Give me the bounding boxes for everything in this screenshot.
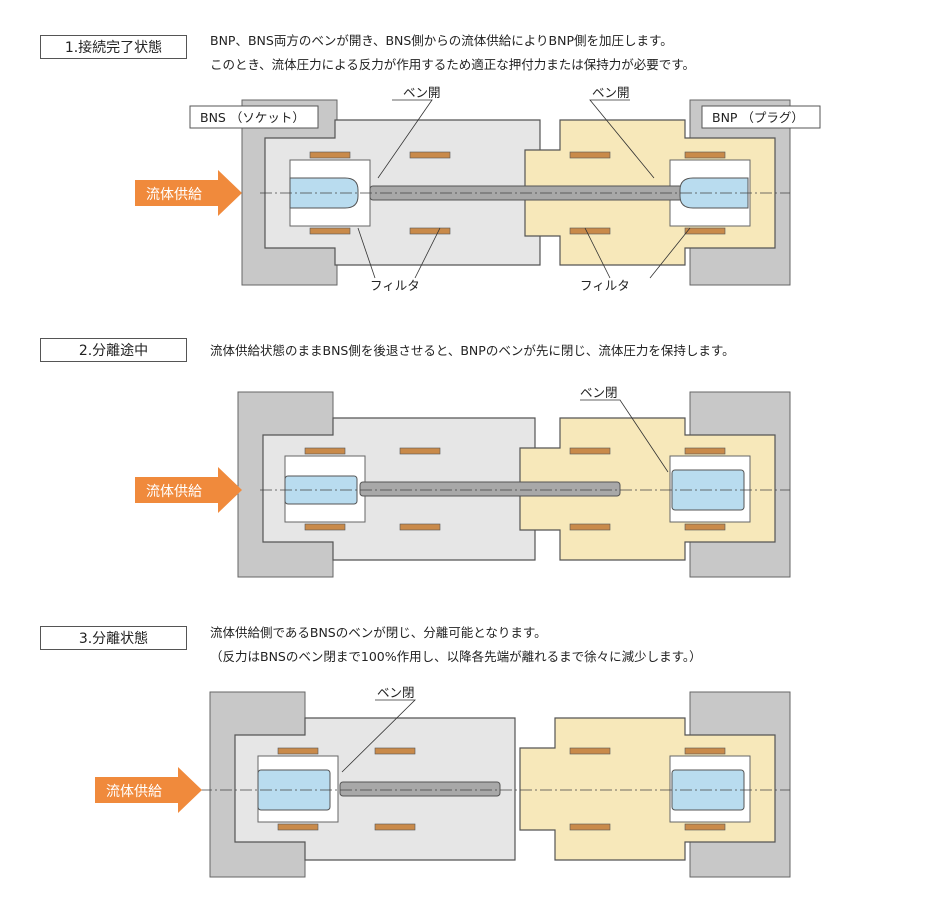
callout-valve-closed: ベン閉 — [377, 685, 415, 700]
callout-valve-closed: ベン閉 — [580, 385, 618, 400]
step-2-diagram: 流体供給 ベン閉 — [135, 385, 791, 578]
step-3-line-1: 流体供給側であるBNSのベンが閉じ、分離可能となります。 — [210, 625, 547, 640]
callout-valve-open-left: ベン開 — [403, 85, 441, 100]
step-1-line-1: BNP、BNS両方のベンが開き、BNS側からの流体供給によりBNP側を加圧します… — [210, 33, 673, 48]
step-3-diagram: 流体供給 ベン閉 — [95, 685, 791, 878]
step-3-line-2: （反力はBNSのベン閉まで100%作用し、以降各先端が離れるまで徐々に減少します… — [210, 649, 702, 664]
step-2-line-1: 流体供給状態のままBNS側を後退させると、BNPのベンが先に閉じ、流体圧力を保持… — [210, 343, 735, 358]
flow-arrow-label: 流体供給 — [146, 187, 202, 203]
socket-label: BNS （ソケット） — [200, 110, 305, 125]
flow-arrow — [135, 170, 242, 216]
callout-filter-right: フィルタ — [580, 278, 630, 293]
step-1-label: 1.接続完了状態 — [40, 35, 187, 59]
callout-valve-open-right: ベン開 — [592, 85, 630, 100]
flow-arrow-label: 流体供給 — [146, 484, 202, 500]
step-1-line-2: このとき、流体圧力による反力が作用するため適正な押付力または保持力が必要です。 — [210, 57, 696, 72]
flow-arrow — [95, 767, 202, 813]
step-2-label: 2.分離途中 — [40, 338, 187, 362]
step-1-diagram: 流体供給 BNS （ソケット） BNP （プラグ） ベン開 ベン開 フィルタ フ… — [135, 85, 821, 293]
step-3-label: 3.分離状態 — [40, 626, 187, 650]
flow-arrow — [135, 467, 242, 513]
plug-poppet — [679, 177, 749, 209]
flow-arrow-label: 流体供給 — [106, 784, 162, 800]
seal-rings — [309, 151, 726, 235]
callout-filter-left: フィルタ — [370, 278, 420, 293]
plug-label: BNP （プラグ） — [712, 110, 804, 125]
